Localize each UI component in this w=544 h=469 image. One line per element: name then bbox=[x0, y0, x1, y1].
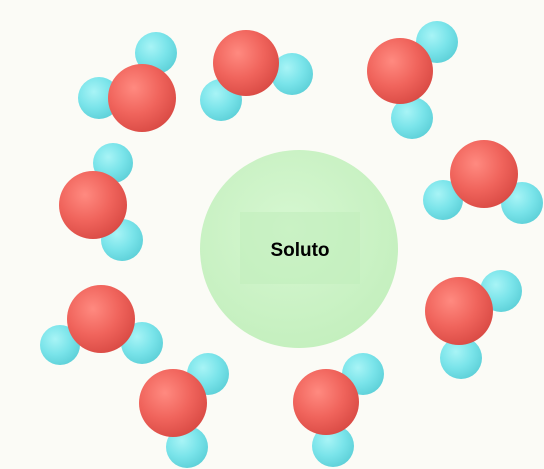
water-molecule bbox=[59, 143, 143, 261]
oxygen-atom bbox=[139, 369, 207, 437]
oxygen-atom bbox=[367, 38, 433, 104]
solute-particle: Soluto bbox=[200, 150, 398, 348]
solute-label: Soluto bbox=[270, 240, 329, 261]
hydrogen-atom bbox=[440, 337, 482, 379]
water-molecule bbox=[200, 30, 313, 121]
hydrogen-atom bbox=[40, 325, 80, 365]
water-molecule bbox=[78, 32, 177, 132]
oxygen-atom bbox=[108, 64, 176, 132]
hydrogen-atom bbox=[423, 180, 463, 220]
oxygen-atom bbox=[213, 30, 279, 96]
water-molecule bbox=[293, 353, 384, 467]
oxygen-atom bbox=[425, 277, 493, 345]
water-molecule bbox=[423, 140, 543, 224]
water-molecule bbox=[425, 270, 522, 379]
water-molecules bbox=[40, 21, 543, 468]
hydrogen-atom bbox=[312, 425, 354, 467]
water-molecule bbox=[367, 21, 458, 139]
water-molecule bbox=[40, 285, 163, 365]
hydrogen-atom bbox=[271, 53, 313, 95]
oxygen-atom bbox=[67, 285, 135, 353]
hydrogen-atom bbox=[391, 97, 433, 139]
solute-label-box bbox=[240, 212, 360, 284]
oxygen-atom bbox=[450, 140, 518, 208]
hydrogen-atom bbox=[135, 32, 177, 74]
oxygen-atom bbox=[293, 369, 359, 435]
hydrogen-atom bbox=[78, 77, 120, 119]
water-molecule bbox=[139, 353, 229, 468]
oxygen-atom bbox=[59, 171, 127, 239]
